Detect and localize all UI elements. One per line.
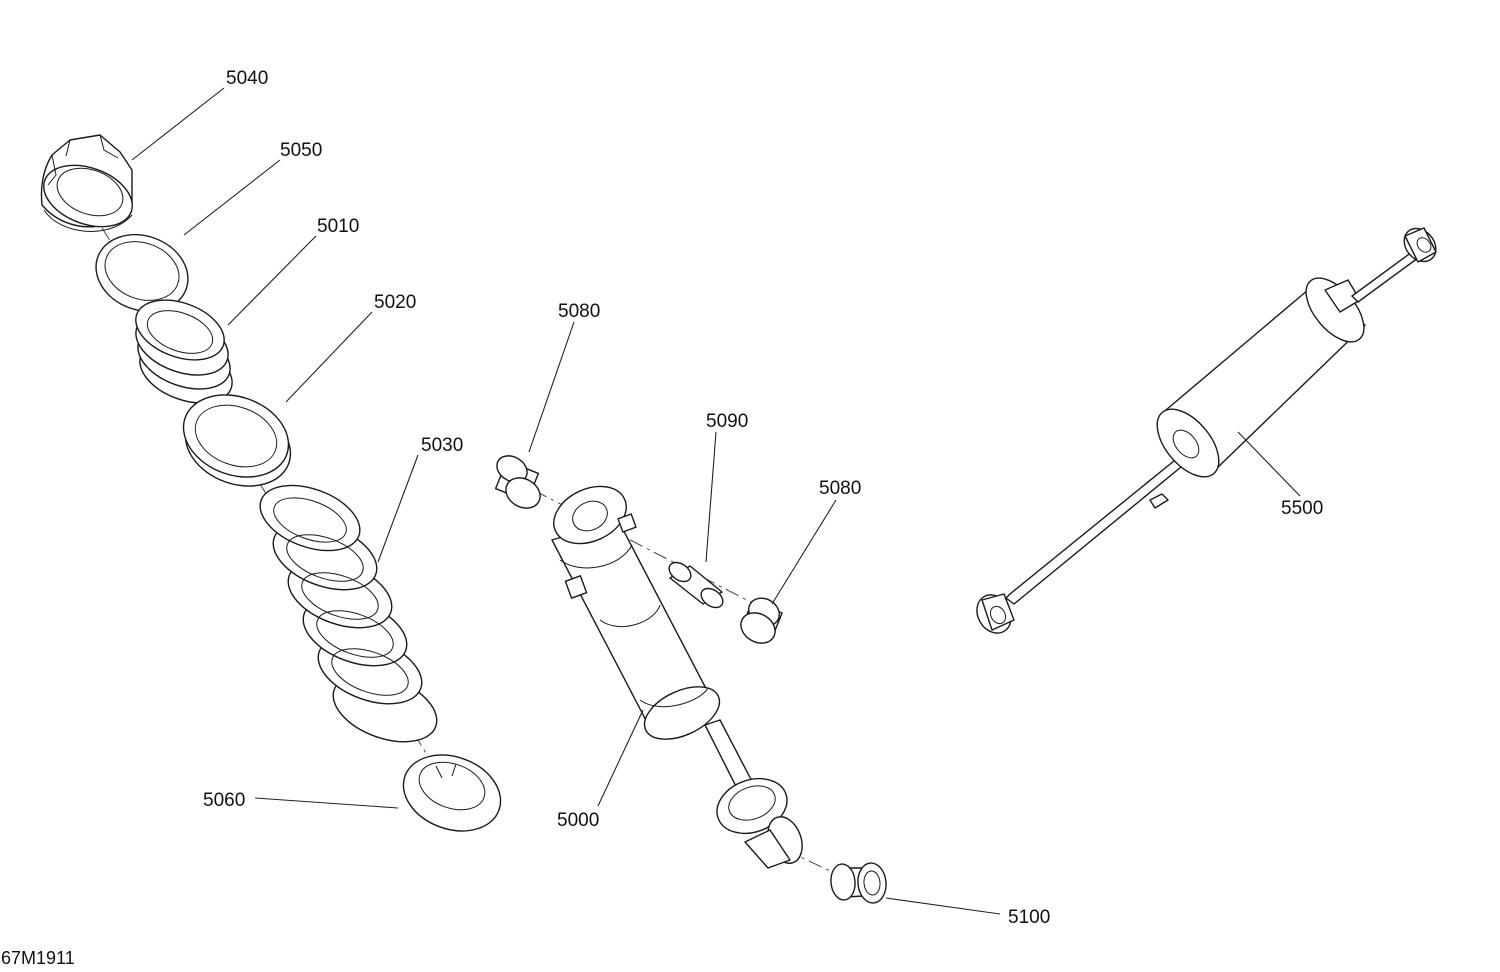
callout-5080-side: 5080 [819, 478, 861, 499]
callout-5000: 5000 [557, 810, 599, 831]
part-5080-side-bushing[interactable] [735, 593, 784, 649]
part-5020-spring-seat[interactable] [172, 381, 302, 500]
leader-5090 [705, 431, 717, 563]
part-5010-spacer-coil[interactable] [127, 289, 240, 415]
leader-5010 [227, 235, 317, 326]
leader-5000 [597, 709, 644, 807]
callout-5050: 5050 [280, 140, 322, 161]
callout-labels: 5040 5050 5010 5020 5030 5060 5080 5090 … [203, 68, 1323, 928]
leader-5040 [131, 87, 225, 161]
part-5090-sleeve[interactable] [666, 559, 727, 612]
spring-stack-assembly [35, 134, 512, 844]
part-5060-retainer-ring[interactable] [393, 742, 512, 844]
part-5050-washer[interactable] [85, 222, 199, 324]
leader-5080-upper [528, 321, 575, 453]
callout-5100: 5100 [1008, 907, 1050, 928]
callout-5030: 5030 [421, 435, 463, 456]
leader-5060 [254, 797, 399, 809]
shock-assembly [492, 451, 887, 904]
callout-5010: 5010 [317, 216, 359, 237]
part-5000-shock-body[interactable] [545, 475, 809, 869]
leader-lines [131, 87, 1301, 915]
callout-5500: 5500 [1281, 498, 1323, 519]
callout-5090: 5090 [706, 411, 748, 432]
callout-5060: 5060 [203, 790, 245, 811]
drawing-id: 67M1911 [1, 948, 75, 968]
part-5080-upper-bushing[interactable] [492, 451, 545, 515]
leader-5100 [885, 897, 1001, 915]
part-5100-lower-bushing[interactable] [829, 862, 887, 904]
callout-5020: 5020 [374, 292, 416, 313]
part-5030-coil-spring[interactable] [251, 473, 446, 755]
leader-5020 [285, 311, 373, 403]
callout-5080-upper: 5080 [558, 301, 600, 322]
leader-5030 [377, 454, 419, 563]
part-5500-complete-shock[interactable] [970, 222, 1442, 639]
callout-5040: 5040 [226, 68, 268, 89]
leader-5050 [183, 159, 281, 236]
part-5040-adjuster-cap[interactable] [35, 134, 141, 238]
upper-mount-axis [509, 477, 771, 613]
leader-5080-side [771, 499, 837, 605]
leader-5500 [1237, 431, 1301, 497]
